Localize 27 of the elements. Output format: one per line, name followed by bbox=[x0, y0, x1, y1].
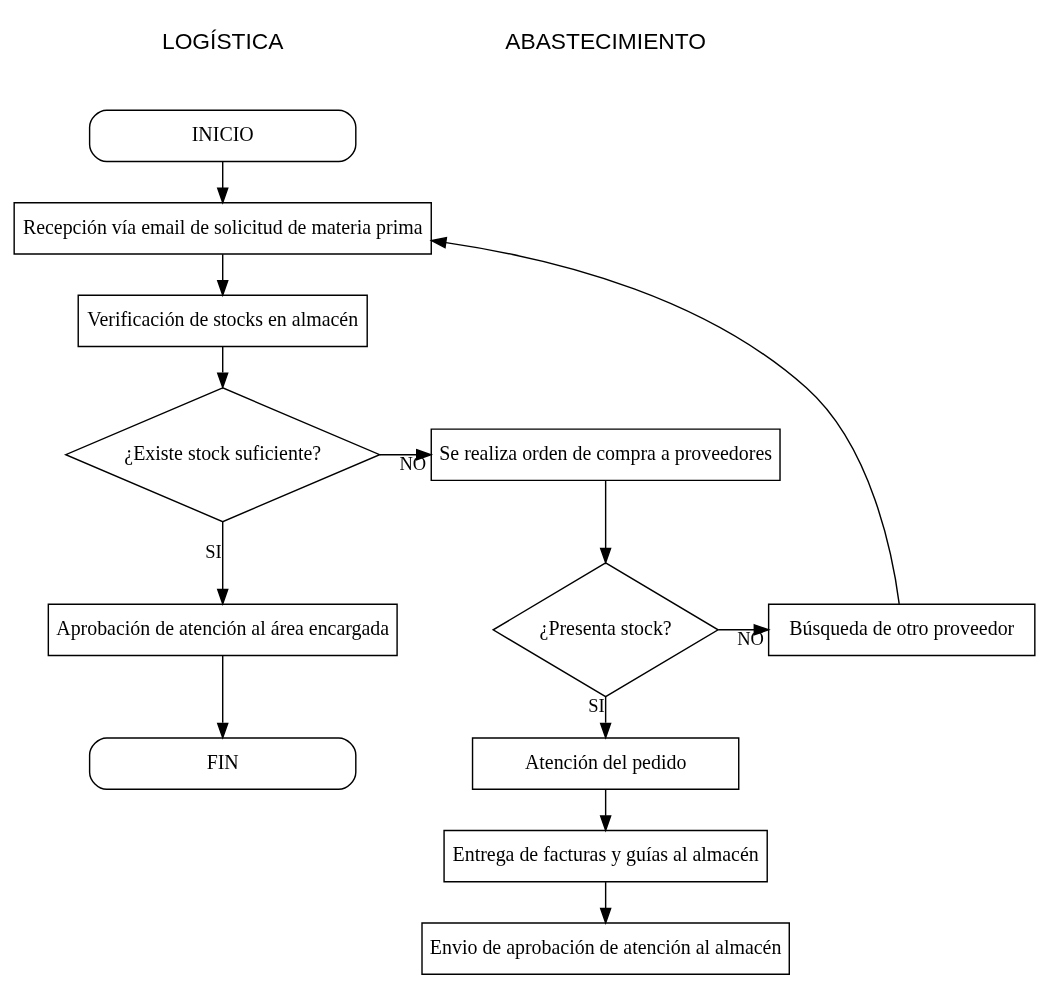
node-box: Entrega de facturas y guías al almacén bbox=[443, 829, 768, 883]
arrow bbox=[599, 696, 612, 740]
node-box: INICIO bbox=[88, 109, 357, 163]
node-box: Envio de aprobación de atención al almacén bbox=[421, 922, 790, 975]
edge-label: SI bbox=[588, 696, 605, 717]
arrow bbox=[599, 881, 612, 925]
arrow bbox=[216, 521, 229, 606]
node-box: Búsqueda de otro proveedor bbox=[767, 603, 1036, 657]
node-box: Aprobación de atención al área encargada bbox=[47, 603, 398, 657]
node-diamond: ¿Existe stock suficiente? bbox=[63, 387, 382, 523]
arrow bbox=[216, 161, 229, 205]
arrow bbox=[216, 655, 229, 740]
node-diamond: ¿Presenta stock? bbox=[491, 562, 720, 698]
arrow bbox=[429, 236, 900, 605]
node-box: Verificación de stocks en almacén bbox=[77, 294, 368, 348]
arrow bbox=[599, 788, 612, 833]
arrow bbox=[216, 346, 229, 390]
node-box: FIN bbox=[88, 737, 357, 790]
label: LOGÍSTICA bbox=[161, 27, 284, 54]
node-box: Atención del pedido bbox=[471, 737, 740, 790]
arrow bbox=[216, 253, 229, 298]
arrow bbox=[599, 479, 612, 565]
edge-label: SI bbox=[205, 541, 222, 562]
node-box: Recepción vía email de solicitud de materia prima bbox=[13, 202, 432, 255]
node-box: Se realiza orden de compra a proveedores bbox=[430, 428, 781, 482]
arrow bbox=[379, 448, 434, 461]
label: ABASTECIMIENTO bbox=[505, 27, 706, 54]
